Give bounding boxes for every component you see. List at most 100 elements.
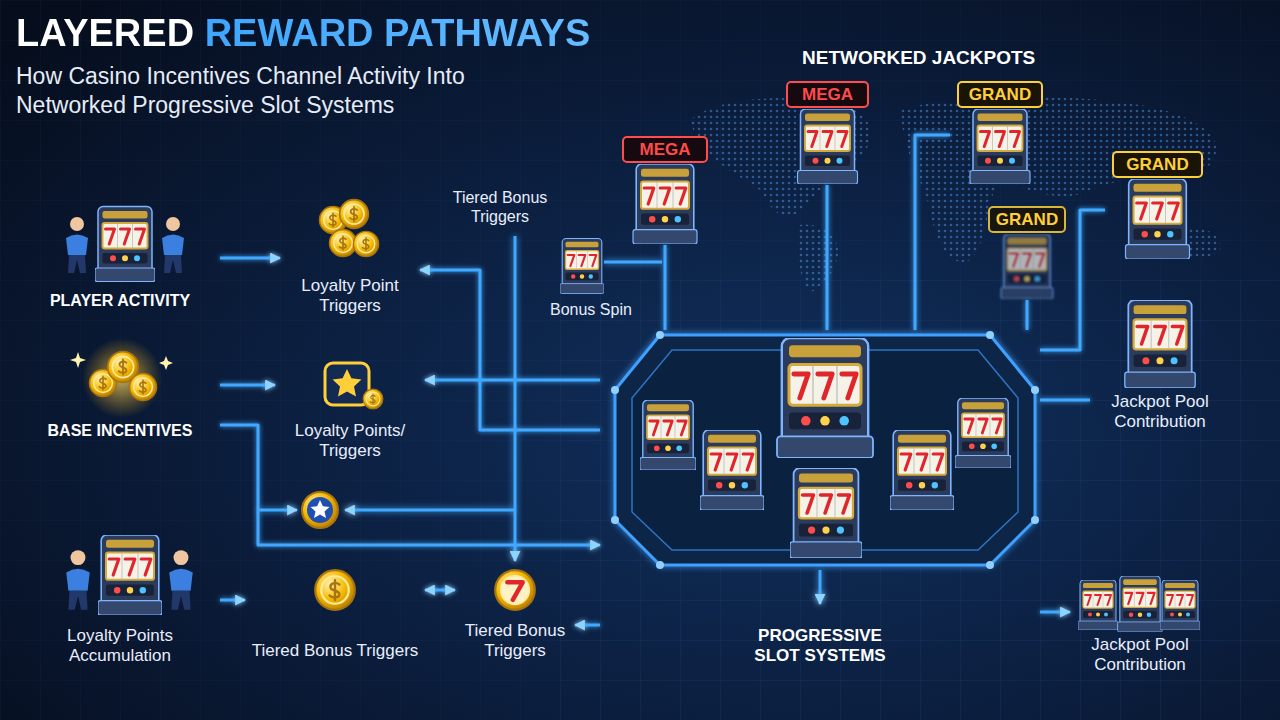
flow-connector	[575, 624, 600, 627]
trigger-coins	[363, 389, 383, 409]
node-label: Tiered Bonus Triggers	[249, 641, 421, 661]
flow-lines	[258, 509, 297, 512]
flow-connector	[1026, 300, 1029, 330]
flow-connector	[220, 599, 245, 602]
activity-node: PLAYER ACTIVITY	[20, 200, 220, 315]
node-label: MEGA	[784, 84, 871, 106]
progressive-platform	[1031, 516, 1039, 524]
bonus-spin-machine	[560, 239, 604, 294]
jackpot-machines	[623, 82, 1202, 299]
flow-connector	[1040, 399, 1090, 402]
jackpot-machines	[1001, 234, 1053, 299]
annotation-label: Tiered Bonus Triggers	[440, 188, 560, 226]
flow-connector	[220, 384, 275, 387]
progressive-platform	[700, 430, 764, 510]
progressive-platform	[615, 335, 1035, 565]
accumulation-icon	[66, 535, 192, 615]
trigger-node: Loyalty Point Triggers	[280, 190, 420, 320]
progressive-platform	[656, 561, 664, 569]
trigger-coins	[302, 492, 338, 528]
flow-lines	[345, 509, 515, 512]
flow-connector	[420, 270, 600, 430]
trigger-coins	[340, 200, 369, 229]
base-incentives-icon	[82, 338, 162, 418]
jackpot-machine: MEGA	[780, 80, 875, 185]
base-incentives-icon	[130, 374, 157, 401]
flow-connector	[826, 185, 829, 330]
progressive-platform	[986, 561, 994, 569]
flow-connector	[1040, 210, 1105, 350]
node-label: MEGA	[619, 139, 711, 161]
base-incentives-icon	[70, 352, 86, 368]
jackpot-machines	[798, 109, 858, 184]
pool-node: Jackpot Pool Contribution	[1090, 295, 1230, 436]
base-incentives-icon	[159, 356, 173, 370]
player-activity-icon	[66, 207, 184, 282]
node-label: PROGRESSIVE SLOT SYSTEMS	[735, 626, 905, 666]
progressive-platform	[777, 338, 873, 458]
trigger-coins	[495, 570, 535, 610]
pool-machines	[1160, 580, 1200, 630]
world-map	[900, 97, 1216, 262]
hub-platform: PROGRESSIVE SLOT SYSTEMS	[600, 330, 1040, 670]
connector-group	[220, 135, 1105, 625]
pool-machines	[1078, 580, 1118, 630]
jackpot-machine: GRAND	[1105, 150, 1210, 260]
jackpot-machine: GRAND	[982, 205, 1072, 300]
flow-connector	[220, 425, 600, 545]
trigger-coins	[330, 230, 357, 257]
flow-connector	[664, 245, 667, 330]
trigger-coins	[325, 363, 369, 405]
world-map	[690, 98, 871, 217]
pool-node: Jackpot Pool Contribution	[1070, 575, 1210, 679]
jackpot-machines	[970, 109, 1030, 184]
node-label: GRAND	[986, 209, 1068, 231]
progressive-platform	[1031, 386, 1039, 394]
jackpot-machine: MEGA	[615, 135, 715, 245]
node-label: Loyalty Point Triggers	[284, 276, 416, 316]
node-label: GRAND	[954, 84, 1046, 106]
pool-machines	[1078, 300, 1200, 632]
node-label: PLAYER ACTIVITY	[24, 291, 216, 311]
diagram-title: LAYERED REWARD PATHWAYS	[16, 12, 590, 54]
annotation-label: Bonus Spin	[550, 300, 632, 319]
node-label: Jackpot Pool Contribution	[1074, 635, 1206, 675]
accumulation-node: Loyalty Points Accumulation	[20, 530, 220, 670]
trigger-coins	[353, 231, 378, 256]
jackpot-machine: GRAND	[950, 80, 1050, 185]
progressive-platform	[986, 331, 994, 339]
accumulation-icon	[66, 550, 89, 610]
node-label: Loyalty Points Accumulation	[24, 626, 216, 666]
bonus-spin-machine	[560, 239, 604, 294]
flow-lines	[819, 570, 822, 604]
player-activity-icon	[95, 207, 155, 282]
flow-connector	[220, 257, 280, 260]
progressive-platform	[955, 398, 1011, 468]
annotation-label: NETWORKED JACKPOTS	[802, 46, 1035, 70]
progressive-platform	[611, 386, 619, 394]
node-label: Loyalty Points/ Triggers	[279, 421, 421, 461]
flow-lines	[604, 261, 662, 264]
incentive-node: BASE INCENTIVES	[20, 340, 220, 445]
pool-machines	[1118, 576, 1163, 632]
trigger-coins	[302, 200, 535, 610]
node-label: BASE INCENTIVES	[24, 421, 216, 441]
progressive-platform	[611, 331, 1039, 569]
bonus-node: Tiered Bonus Triggers	[245, 565, 425, 665]
trigger-coins	[315, 570, 355, 610]
flow-lines	[514, 236, 517, 561]
background	[560, 280, 1280, 720]
node-label: GRAND	[1109, 154, 1206, 176]
jackpot-machines	[633, 164, 697, 244]
flow-connector	[425, 379, 600, 382]
progressive-platform	[790, 468, 862, 558]
jackpot-machines	[1126, 179, 1190, 259]
progressive-platform	[611, 516, 619, 524]
node-label: Tiered Bonus Triggers	[459, 621, 571, 661]
player-activity-icon	[66, 217, 88, 273]
flow-connector	[425, 589, 455, 592]
trigger-node: Loyalty Points/ Triggers	[275, 355, 425, 465]
